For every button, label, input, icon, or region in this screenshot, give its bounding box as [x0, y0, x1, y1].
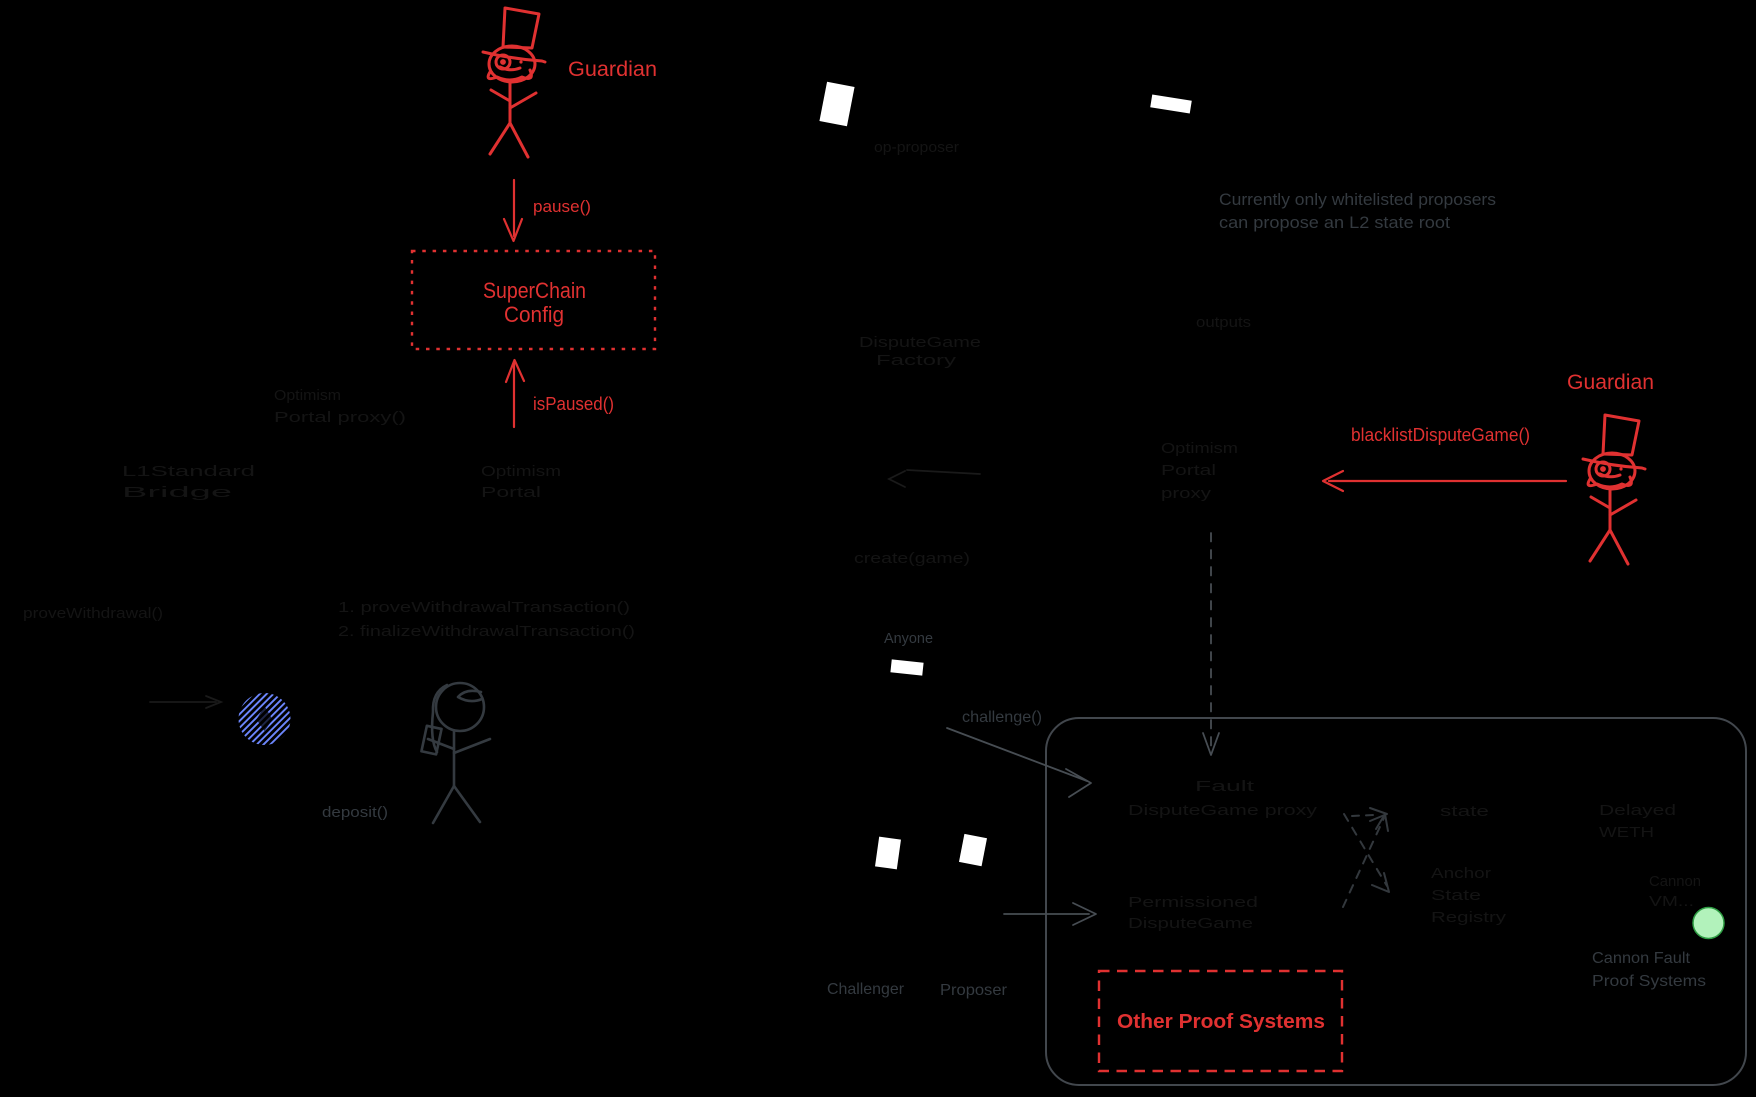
- svg-text:Guardian: Guardian: [568, 58, 657, 81]
- svg-text:Optimism: Optimism: [481, 463, 561, 480]
- svg-text:create(game): create(game): [854, 550, 970, 567]
- svg-text:Anchor: Anchor: [1431, 865, 1491, 882]
- svg-text:2. finalizeWithdrawalTransacti: 2. finalizeWithdrawalTransaction(): [338, 623, 635, 640]
- svg-text:Anyone: Anyone: [884, 630, 933, 647]
- svg-text:Challenger: Challenger: [827, 981, 905, 998]
- svg-text:State: State: [1431, 887, 1481, 904]
- svg-text:challenge(): challenge(): [962, 709, 1042, 726]
- svg-text:state: state: [1440, 803, 1489, 820]
- svg-text:isPaused(): isPaused(): [533, 394, 614, 414]
- svg-text:Permissioned: Permissioned: [1128, 894, 1258, 911]
- svg-text:blacklistDisputeGame(): blacklistDisputeGame(): [1351, 425, 1530, 445]
- svg-text:1. proveWithdrawalTransaction(: 1. proveWithdrawalTransaction(): [338, 599, 630, 616]
- svg-text:can propose an L2 state root: can propose an L2 state root: [1219, 213, 1450, 232]
- svg-text:Fault: Fault: [1195, 778, 1255, 795]
- svg-text:DisputeGame: DisputeGame: [859, 334, 981, 351]
- svg-text:Proposer: Proposer: [940, 982, 1008, 999]
- svg-text:op-proposer: op-proposer: [874, 139, 959, 156]
- svg-text:Factory: Factory: [876, 352, 957, 369]
- svg-text:Bridge: Bridge: [122, 484, 232, 501]
- svg-text:DisputeGame proxy: DisputeGame proxy: [1128, 802, 1318, 819]
- svg-text:outputs: outputs: [1196, 314, 1251, 331]
- svg-text:DisputeGame: DisputeGame: [1128, 915, 1253, 932]
- svg-text:Optimism: Optimism: [274, 387, 341, 404]
- svg-text:Config: Config: [504, 302, 564, 327]
- svg-text:L1Standard: L1Standard: [122, 463, 255, 480]
- svg-text:VM...: VM...: [1649, 893, 1694, 910]
- svg-text:Portal proxy(): Portal proxy(): [274, 409, 406, 426]
- svg-text:Other Proof Systems: Other Proof Systems: [1117, 1011, 1325, 1033]
- svg-text:WETH: WETH: [1599, 824, 1654, 841]
- svg-text:Cannon: Cannon: [1649, 873, 1701, 890]
- svg-text:SuperChain: SuperChain: [483, 278, 586, 303]
- svg-text:proveWithdrawal(): proveWithdrawal(): [23, 605, 163, 622]
- svg-text:Portal: Portal: [1161, 462, 1216, 479]
- svg-text:Proof Systems: Proof Systems: [1592, 973, 1706, 990]
- svg-text:deposit(): deposit(): [322, 804, 388, 821]
- svg-text:Portal: Portal: [481, 484, 541, 501]
- svg-text:Guardian: Guardian: [1567, 371, 1654, 394]
- svg-text:proxy: proxy: [1161, 485, 1212, 502]
- svg-text:Cannon Fault: Cannon Fault: [1592, 950, 1691, 967]
- svg-text:pause(): pause(): [533, 197, 591, 216]
- svg-text:Currently only whitelisted pro: Currently only whitelisted proposers: [1219, 190, 1496, 209]
- svg-text:Registry: Registry: [1431, 909, 1507, 926]
- svg-text:Optimism: Optimism: [1161, 440, 1238, 457]
- svg-text:Delayed: Delayed: [1599, 802, 1676, 819]
